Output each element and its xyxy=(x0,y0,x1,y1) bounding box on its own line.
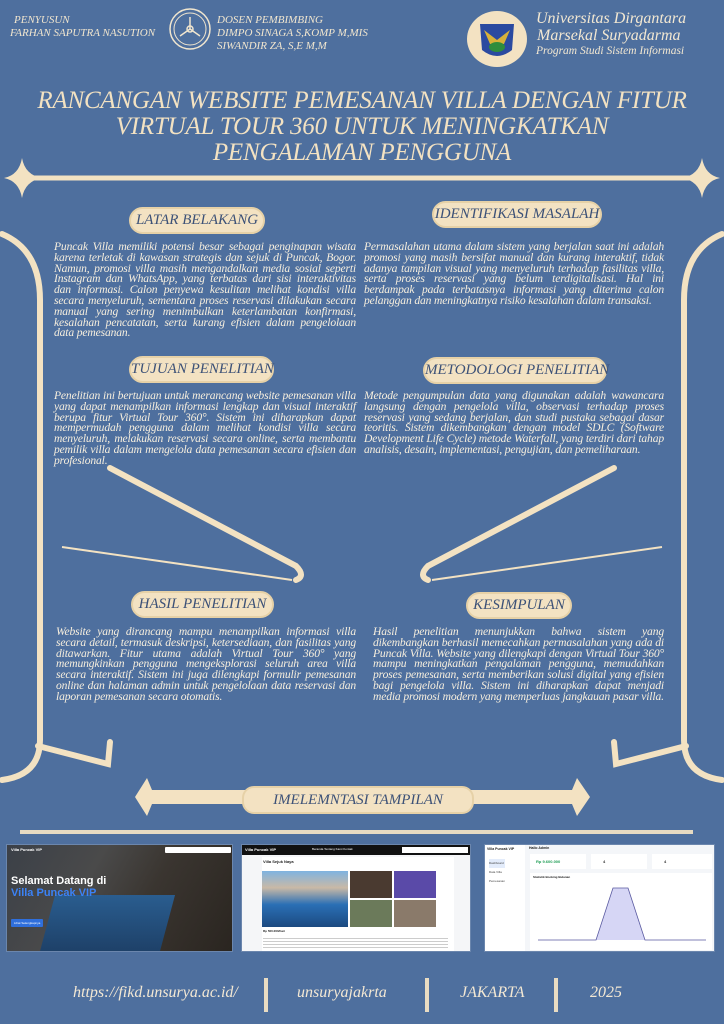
heading-tujuan-penelitian: TUJUAN PENELITIAN xyxy=(129,356,274,383)
author-label: PENYUSUN xyxy=(14,14,70,26)
right-corner xyxy=(611,739,689,768)
footer-url[interactable]: https://fikd.unsurya.ac.id/ xyxy=(73,984,238,1001)
shot1-hero-title: Selamat Datang di Villa Puncak VIP xyxy=(11,875,106,899)
shot3-greeting: Hallo Admin xyxy=(529,846,550,850)
campus-emblem-icon xyxy=(169,8,211,50)
shot1-hero-line2: Villa Puncak VIP xyxy=(11,887,97,899)
text-identifikasi-masalah: Permasalahan utama dalam sistem yang ber… xyxy=(364,240,664,307)
heading-implementasi: IMELEMNTASI TAMPILAN xyxy=(242,786,474,814)
section-hasil-penelitian: HASIL PENELITIAN Website yang dirancang … xyxy=(54,591,356,703)
shot2-villa-name: Villa Sejuk Naya xyxy=(263,859,294,864)
right-diagonal xyxy=(420,465,617,583)
star-left-icon xyxy=(4,158,42,198)
section-tujuan-penelitian: TUJUAN PENELITIAN Penelitian ini bertuju… xyxy=(54,356,356,591)
footer-year: 2025 xyxy=(590,984,622,1001)
text-metodologi-penelitian: Metode pengumpulan data yang digunakan a… xyxy=(364,389,664,456)
heading-hasil-penelitian: HASIL PENELITIAN xyxy=(131,591,274,618)
star-right-icon xyxy=(682,158,720,198)
shot1-hero-line1: Selamat Datang di xyxy=(11,875,107,887)
shot3-stat-revenue: Rp 9.600.000 xyxy=(530,854,586,869)
shot3-booking-chart xyxy=(538,887,706,941)
shot3-menu-dashboard: Dashboard xyxy=(489,859,506,868)
title-line-1: RANCANGAN WEBSITE PEMESANAN VILLA DENGAN… xyxy=(37,87,687,114)
shot1-brand: Villa Puncak VIP xyxy=(11,847,43,852)
advisor-block: DOSEN PEMBIMBING DIMPO SINAGA S,KOMP M,M… xyxy=(217,14,368,53)
left-bracket xyxy=(0,231,43,783)
shot1-cta-button: Lihat Selengkapnya xyxy=(11,919,44,927)
right-bracket xyxy=(681,231,724,783)
shot3-chart-title: Statistik Booking Bulanan xyxy=(533,875,571,879)
shot2-brand: Villa Puncak VIP xyxy=(245,847,277,852)
screenshot-villa-detail: Villa Puncak VIP Beranda Tentang Kami Ko… xyxy=(241,844,471,952)
advisor-2: SIWANDIR ZA, S,E M,M xyxy=(217,40,327,52)
text-tujuan-penelitian: Penelitian ini bertujuan untuk merancang… xyxy=(54,389,356,467)
author-name: FARHAN SAPUTRA NASUTION xyxy=(10,27,156,39)
university-name-1: Universitas Dirgantara xyxy=(536,10,687,27)
program-name: Program Studi Sistem Informasi xyxy=(536,45,685,57)
heading-identifikasi-masalah: IDENTIFIKASI MASALAH xyxy=(432,201,602,228)
university-name-2: Marsekal Suryadarma xyxy=(537,27,681,44)
footer-city: JAKARTA xyxy=(460,984,525,1001)
heading-latar-belakang: LATAR BELAKANG xyxy=(129,207,265,234)
footer-separator xyxy=(425,978,429,1012)
advisor-label: DOSEN PEMBIMBING xyxy=(217,14,324,26)
heading-kesimpulan: KESIMPULAN xyxy=(466,592,572,619)
footer-separator xyxy=(264,978,268,1012)
right-column: IDENTIFIKASI MASALAH Permasalahan utama … xyxy=(364,201,664,703)
shot3-brand: Villa Puncak VIP xyxy=(487,847,515,851)
shot2-price: Rp 500.000/hari xyxy=(263,929,286,933)
text-hasil-penelitian: Website yang dirancang mampu menampilkan… xyxy=(56,625,356,703)
title-line-3: PENGALAMAN PENGGUNA xyxy=(212,139,512,166)
screenshot-admin-dashboard: Villa Puncak VIP Dashboard Data Villa Pe… xyxy=(484,844,715,952)
left-diagonal xyxy=(107,465,304,583)
left-corner xyxy=(35,739,113,768)
poster-title: RANCANGAN WEBSITE PEMESANAN VILLA DENGAN… xyxy=(0,88,724,166)
shot2-nav: Beranda Tentang Kami Kontak xyxy=(312,847,353,851)
shot3-stat-bookings: 4 xyxy=(652,854,712,869)
advisor-1: DIMPO SINAGA S,KOMP M,MIS xyxy=(217,27,368,39)
section-latar-belakang: LATAR BELAKANG Puncak Villa memiliki pot… xyxy=(54,207,356,356)
shot3-stat-customers: 4 xyxy=(591,854,647,869)
section-kesimpulan: KESIMPULAN Hasil penelitian menunjukkan … xyxy=(364,592,664,703)
left-column: LATAR BELAKANG Puncak Villa memiliki pot… xyxy=(54,207,356,703)
title-line-2: VIRTUAL TOUR 360 UNTUK MENINGKATKAN xyxy=(115,113,609,140)
author-block: PENYUSUN FARHAN SAPUTRA NASUTION xyxy=(10,14,155,40)
university-block: Universitas Dirgantara Marsekal Suryadar… xyxy=(536,10,686,59)
heading-metodologi-penelitian: METODOLOGI PENELITIAN xyxy=(423,357,609,384)
section-metodologi-penelitian: METODOLOGI PENELITIAN Metode pengumpulan… xyxy=(364,357,664,592)
shot3-menu-pemesanan: Pemesanan xyxy=(489,879,506,883)
shot3-menu: Dashboard Data Villa Pemesanan xyxy=(489,859,506,886)
screenshot-homepage: Villa Puncak VIP Selamat Datang di Villa… xyxy=(6,844,233,952)
text-latar-belakang: Puncak Villa memiliki potensi besar seba… xyxy=(54,240,356,340)
shot3-menu-villa: Data Villa xyxy=(489,870,502,874)
text-kesimpulan: Hasil penelitian menunjukkan bahwa siste… xyxy=(373,625,664,703)
section-identifikasi-masalah: IDENTIFIKASI MASALAH Permasalahan utama … xyxy=(364,201,664,357)
university-logo xyxy=(467,11,527,67)
footer-social: unsuryajakrta xyxy=(297,984,387,1001)
footer-separator xyxy=(554,978,558,1012)
